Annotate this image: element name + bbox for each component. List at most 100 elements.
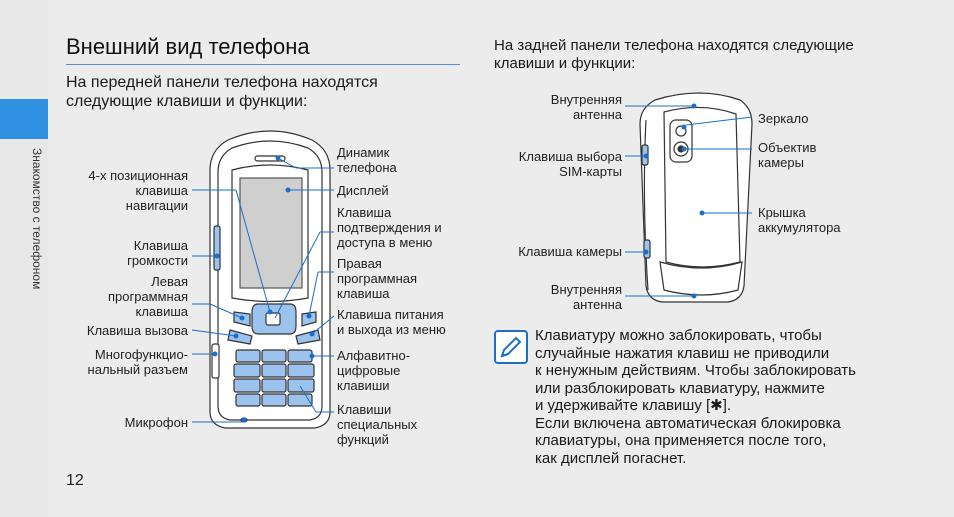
front-microphone xyxy=(240,417,248,423)
label-camera-key: Клавиша камеры xyxy=(492,244,622,259)
label-line: Объектив xyxy=(758,140,817,155)
front-phone-illustration xyxy=(209,130,331,429)
label-line: Внутренняя xyxy=(550,282,622,297)
label-line: антенна xyxy=(572,107,622,122)
label-microphone: Микрофон xyxy=(60,415,188,430)
label-sim-key: Клавиша выбора SIM-карты xyxy=(492,149,622,179)
label-line: SIM-карты xyxy=(559,164,622,179)
pencil-note-icon xyxy=(494,330,528,364)
label-line: программная xyxy=(107,289,188,304)
label-line: Клавиша камеры xyxy=(518,244,622,259)
page-number: 12 xyxy=(66,472,84,489)
label-line: цифровые xyxy=(337,363,401,378)
label-multifunction-jack: Многофункцио- нальный разъем xyxy=(60,347,188,377)
label-line: Многофункцио- xyxy=(94,347,188,362)
label-special-keys: Клавиши специальных функций xyxy=(337,402,417,447)
front-phone-inner-frame xyxy=(217,140,323,421)
back-camera-lens xyxy=(673,141,689,157)
back-phone-illustration xyxy=(639,92,753,303)
label-confirm-key: Клавиша подтверждения и доступа в меню xyxy=(337,205,442,250)
front-nav-key xyxy=(251,303,297,335)
label-line: доступа в меню xyxy=(337,235,433,250)
back-leaders xyxy=(625,103,753,299)
label-line: функций xyxy=(337,432,389,447)
label-battery-cover: Крышка аккумулятора xyxy=(758,205,841,235)
back-phone-side xyxy=(643,119,649,291)
label-speaker: Динамик телефона xyxy=(337,145,397,175)
front-confirm-key xyxy=(265,312,281,326)
front-keypad xyxy=(233,349,315,407)
label-line: телефона xyxy=(337,160,397,175)
back-phone-body xyxy=(639,92,753,303)
label-camera-lens: Объектив камеры xyxy=(758,140,816,170)
label-alphanumeric-keys: Алфавитно- цифровые клавиши xyxy=(337,348,410,393)
label-line: 4-х позиционная xyxy=(88,168,188,183)
label-line: Алфавитно- xyxy=(337,348,411,363)
keypad-lock-note: Клавиатуру можно заблокировать, чтобы сл… xyxy=(535,327,895,467)
label-line: Клавиши xyxy=(337,402,392,417)
label-line: клавиша xyxy=(337,286,390,301)
back-intro: На задней панели телефона находятся след… xyxy=(494,37,854,72)
label-line: громкости xyxy=(127,253,188,268)
note-line: случайные нажатия клавиш не приводили xyxy=(535,344,830,362)
front-call-key xyxy=(227,329,253,345)
note-line: и удерживайте клавишу [✱]. xyxy=(535,397,732,414)
label-right-soft-key: Правая программная клавиша xyxy=(337,256,417,301)
note-line: к ненужным действиям. Чтобы заблокироват… xyxy=(535,362,856,379)
label-line: клавиша xyxy=(135,304,188,319)
front-multifunction-jack xyxy=(211,343,220,379)
back-sim-key xyxy=(641,144,649,166)
label-power-key: Клавиша питания и выхода из меню xyxy=(337,307,446,337)
note-line: как дисплей погаснет. xyxy=(535,449,687,467)
back-bottom-cap xyxy=(659,261,743,296)
back-battery-cover xyxy=(663,106,741,268)
back-camera-module xyxy=(669,119,693,163)
front-leaders xyxy=(191,155,335,423)
note-line: Клавиатуру можно заблокировать, чтобы xyxy=(535,327,822,344)
label-line: и выхода из меню xyxy=(337,322,446,337)
page-title: Внешний вид телефона xyxy=(66,34,310,59)
front-screen-bezel xyxy=(231,164,309,303)
label-line: Крышка xyxy=(758,205,806,220)
label-line: навигации xyxy=(125,198,188,213)
front-power-key xyxy=(295,329,321,345)
chapter-tab xyxy=(0,99,48,139)
front-intro: На передней панели телефона находятся сл… xyxy=(66,74,378,110)
note-line: клавиатуры, она применяется после того, xyxy=(535,432,827,449)
back-camera-key xyxy=(643,239,651,259)
label-line: Клавиша вызова xyxy=(86,323,188,338)
label-nav-key: 4-х позиционная клавиша навигации xyxy=(60,168,188,213)
label-line: Внутренняя xyxy=(550,92,622,107)
front-display xyxy=(239,177,303,289)
label-line: клавиши xyxy=(337,378,390,393)
label-left-soft-key: Левая программная клавиша xyxy=(60,274,188,319)
label-display: Дисплей xyxy=(337,183,389,198)
label-line: антенна xyxy=(572,297,622,312)
label-line: Микрофон xyxy=(124,415,188,430)
label-volume-key: Клавиша громкости xyxy=(60,238,188,268)
label-line: Левая xyxy=(151,274,188,289)
title-rule xyxy=(66,64,460,65)
front-speaker-slot xyxy=(254,155,286,162)
label-line: нальный разъем xyxy=(87,362,188,377)
label-line: программная xyxy=(337,271,418,286)
sidebar: Знакомство с телефоном xyxy=(0,0,48,517)
label-line: Правая xyxy=(337,256,382,271)
label-call-key: Клавиша вызова xyxy=(60,323,188,338)
back-mirror xyxy=(675,125,687,137)
front-volume-key xyxy=(213,225,221,271)
front-left-soft-key xyxy=(233,311,251,327)
label-line: Динамик xyxy=(337,145,390,160)
label-line: Клавиша xyxy=(337,205,392,220)
label-line: подтверждения и xyxy=(337,220,442,235)
chapter-label: Знакомство с телефоном xyxy=(30,148,44,290)
label-line: Дисплей xyxy=(337,183,389,198)
label-bottom-antenna: Внутренняя антенна xyxy=(492,282,622,312)
label-line: клавиша xyxy=(135,183,188,198)
front-phone-body xyxy=(209,130,331,429)
note-line: или разблокировать клавиатуру, нажмите xyxy=(535,379,825,397)
front-right-soft-key xyxy=(301,311,317,327)
label-line: Клавиша выбора xyxy=(518,149,622,164)
label-line: Клавиша питания xyxy=(337,307,444,322)
label-mirror: Зеркало xyxy=(758,111,808,126)
